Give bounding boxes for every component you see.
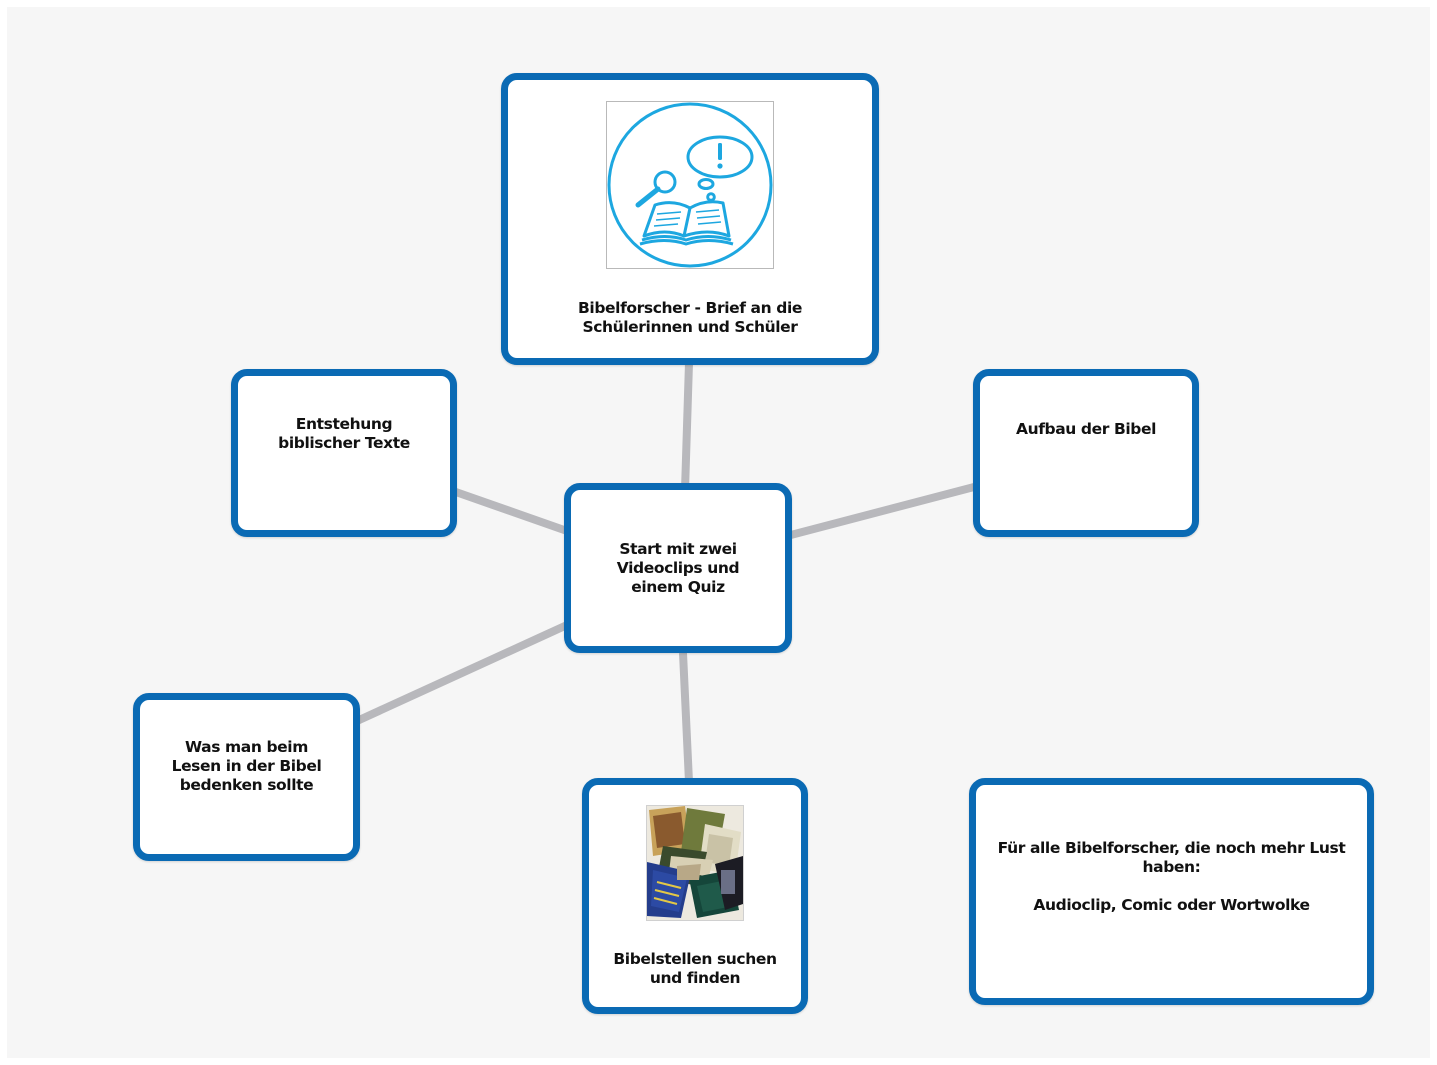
node-aufbau-label: Aufbau der Bibel	[1015, 419, 1157, 438]
mindmap-canvas: Bibelforscher - Brief an die Schülerinne…	[7, 7, 1430, 1058]
connector-right	[785, 483, 976, 540]
node-lesen-card[interactable]: Was man beim Lesen in der Bibel bedenken…	[133, 693, 360, 861]
node-aufbau-card[interactable]: Aufbau der Bibel	[973, 369, 1199, 537]
node-bibelstellen-label: Bibelstellen suchen und finden	[613, 950, 777, 987]
node-start-label: Start mit zwei Videoclips und einem Quiz	[616, 539, 740, 596]
bible-books-photo	[646, 805, 744, 921]
node-start-card[interactable]: Start mit zwei Videoclips und einem Quiz	[564, 483, 792, 653]
node-bibelstellen-card[interactable]: Bibelstellen suchen und finden	[582, 778, 808, 1014]
node-brief-label: Bibelforscher - Brief an die Schülerinne…	[578, 299, 802, 336]
bible-study-icon	[606, 101, 774, 269]
node-entstehung-label: Entstehung biblischer Texte	[278, 415, 410, 452]
connector-lines	[355, 362, 976, 783]
node-brief-card[interactable]: Bibelforscher - Brief an die Schülerinne…	[501, 73, 879, 365]
node-extra-card[interactable]: Für alle Bibelforscher, die noch mehr Lu…	[969, 778, 1374, 1005]
connector-bottom	[679, 652, 693, 783]
node-extra-label: Für alle Bibelforscher, die noch mehr Lu…	[997, 838, 1346, 914]
connector-top	[681, 362, 693, 491]
node-lesen-label: Was man beim Lesen in der Bibel bedenken…	[171, 737, 322, 794]
node-entstehung-card[interactable]: Entstehung biblischer Texte	[231, 369, 457, 537]
connector-bottom-left	[355, 621, 569, 725]
connector-left	[451, 487, 569, 535]
